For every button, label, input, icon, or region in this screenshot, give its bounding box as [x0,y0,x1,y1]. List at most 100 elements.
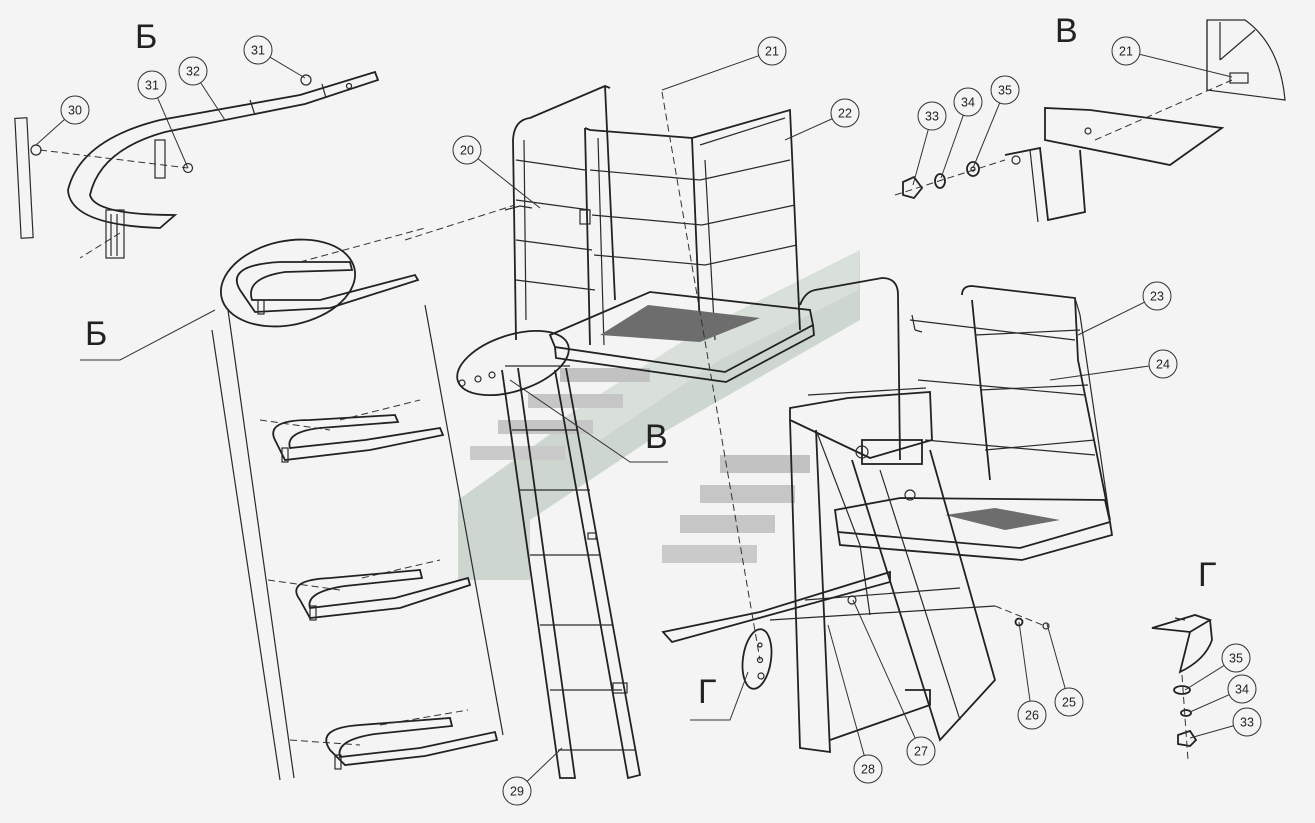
callout-leader [852,599,916,739]
leader-g [690,671,749,721]
callout-number: 21 [1119,45,1133,59]
part-callout-34: 34 [940,87,983,179]
callout-number: 21 [765,45,779,59]
part-callout-33: 33 [912,101,947,186]
callout-circle [243,35,273,65]
callout-number: 20 [460,144,474,158]
part-callout-26: 26 [1017,621,1047,730]
upper-platform [504,85,815,383]
callout-number: 32 [186,65,200,79]
assembly-axis [661,91,761,661]
callout-number: 25 [1062,696,1076,710]
detail-ring-g [741,628,773,690]
callout-circle [137,70,167,100]
part-callout-21: 21 [1111,36,1233,78]
callout-number: 31 [145,79,159,93]
part-callout-34: 34 [1189,674,1257,713]
detail-b-view [14,70,380,259]
callout-number: 29 [510,785,524,799]
callout-leader [526,747,563,782]
vertical-ladder [458,365,642,780]
callout-leader [1077,301,1145,336]
section-label-g-side: Г [698,673,716,711]
part-callout-33: 33 [1189,707,1262,739]
callout-number: 31 [251,44,265,58]
callout-circle [990,75,1020,105]
part-callout-20: 20 [452,135,541,209]
callout-leader [940,115,964,179]
detail-v-view [894,19,1286,223]
callout-circle [1142,281,1172,311]
callout-number: 23 [1150,290,1164,304]
callout-leader [827,624,865,756]
callout-leader [1184,665,1225,691]
callout-circle [917,101,947,131]
callout-leader [972,102,1001,169]
part-callout-25: 25 [1046,623,1084,717]
callout-circle [953,87,983,117]
callout-circle [1221,643,1251,673]
part-callout-30: 30 [35,95,90,146]
callout-circle [1054,687,1084,717]
callout-number: 34 [961,96,975,110]
callout-leader [200,82,226,121]
callout-leader [1018,621,1031,702]
callout-circle [1017,700,1047,730]
callout-circle [1227,674,1257,704]
callout-circle [1111,36,1141,66]
callout-leader [661,55,759,91]
callout-leader [1049,365,1150,381]
callout-circle [60,95,90,125]
part-callout-31: 31 [137,70,189,169]
callout-number: 24 [1156,358,1170,372]
callout-number: 22 [838,107,852,121]
callout-leader [1046,623,1066,689]
callout-circle [906,736,936,766]
part-callout-28: 28 [827,624,883,784]
part-callout-35: 35 [972,75,1020,169]
callout-leader [912,129,929,186]
leader-b [80,309,216,361]
part-callout-27: 27 [852,599,936,766]
callout-number: 33 [925,110,939,124]
lower-platform [799,277,1114,561]
callout-number: 35 [998,84,1012,98]
section-label-b-side: Б [85,315,107,353]
callout-leader [269,56,306,79]
callout-leader [1189,694,1230,713]
detail-ring-b [220,238,356,328]
part-callout-32: 32 [178,56,226,121]
callout-circle [178,56,208,86]
callout-leader [35,118,65,146]
callout-leader [1139,53,1233,78]
detail-g-view [1151,614,1213,761]
callout-leader [157,97,189,169]
callout-number: 27 [914,745,928,759]
detail-ring-v [456,330,570,396]
callout-number: 26 [1025,709,1039,723]
callout-circle [1148,349,1178,379]
part-callout-23: 23 [1077,281,1172,336]
watermark-logo [458,250,860,580]
callout-circle [757,36,787,66]
callout-circle [853,754,883,784]
callout-number: 28 [861,763,875,777]
callout-circle [452,135,482,165]
callout-circle [502,776,532,806]
callout-circle [830,98,860,128]
part-callout-35: 35 [1184,643,1251,691]
callout-leader [477,158,541,209]
part-callout-22: 22 [784,98,860,141]
callout-number: 33 [1240,716,1254,730]
part-callouts: 2122203131323021333435232426252728293534… [35,35,1262,806]
callout-number: 34 [1235,683,1249,697]
support-frame [661,387,1050,754]
leader-v [509,379,668,463]
callout-leader [1189,725,1234,739]
section-label-g-right: Г [1198,556,1216,594]
section-label-v-side: В [645,418,668,456]
section-label-v-top: В [1055,12,1078,50]
part-callout-31: 31 [243,35,306,79]
callout-number: 30 [68,104,82,118]
